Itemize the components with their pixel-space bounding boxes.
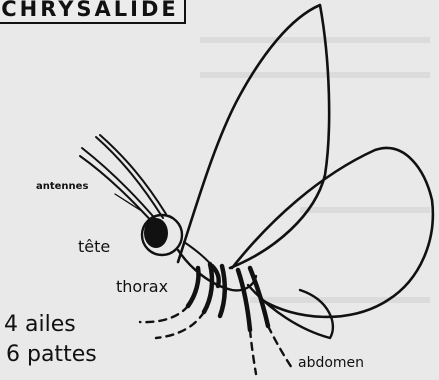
eye bbox=[144, 218, 168, 248]
title-box: CHRYSALIDE bbox=[0, 0, 186, 24]
leg-3 bbox=[220, 266, 225, 316]
label-antennes: antennes bbox=[36, 182, 88, 192]
leg-dash-4 bbox=[268, 326, 292, 368]
label-pattes: 6 pattes bbox=[6, 344, 97, 366]
leg-dash-3 bbox=[250, 330, 256, 374]
page-title: CHRYSALIDE bbox=[1, 0, 179, 20]
leg-1 bbox=[188, 268, 199, 306]
leg-dash-1 bbox=[140, 306, 188, 322]
label-ailes: 4 ailes bbox=[4, 314, 76, 336]
background-texture bbox=[200, 40, 430, 300]
hind-wing bbox=[232, 148, 433, 317]
label-abdomen: abdomen bbox=[298, 356, 364, 370]
fore-wing bbox=[178, 5, 329, 268]
label-thorax: thorax bbox=[116, 279, 168, 295]
label-tete: tête bbox=[78, 239, 110, 255]
leg-4 bbox=[238, 270, 250, 330]
leg-dash-2 bbox=[156, 312, 204, 338]
leg-2 bbox=[204, 264, 212, 312]
